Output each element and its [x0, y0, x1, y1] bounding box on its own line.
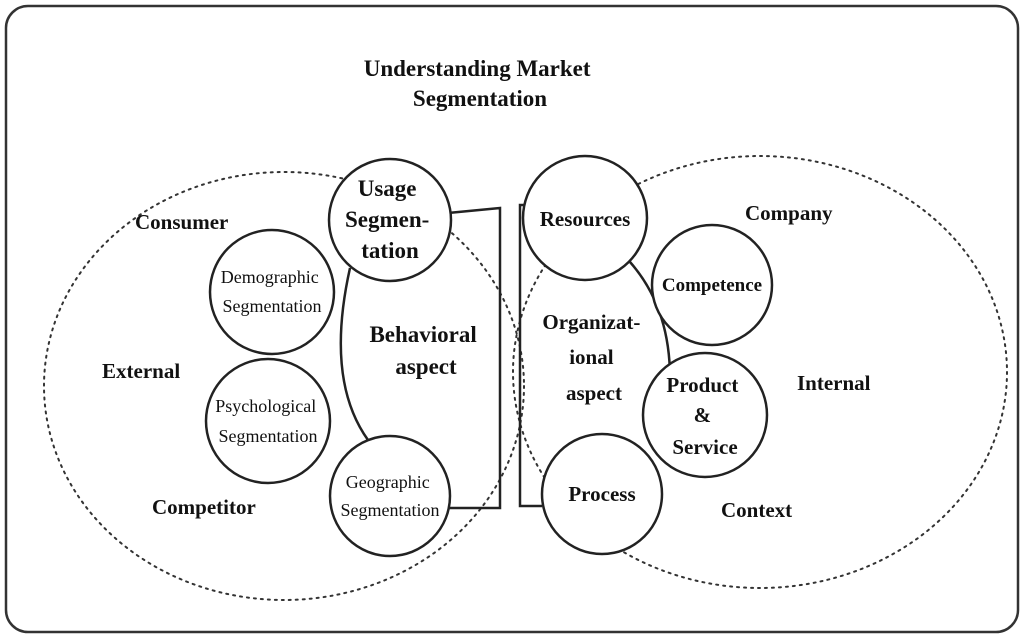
behavioral-arc: [339, 267, 370, 441]
usage-segmentation-node: Usage Segmen- tation: [327, 157, 453, 283]
behavioral-aspect-label: Behavioral aspect: [369, 322, 482, 379]
resources-node: Resources: [521, 154, 649, 282]
consumer-ellipse: [43, 171, 525, 601]
internal-label: Internal: [797, 371, 871, 395]
process-node: Process: [540, 432, 664, 556]
demographic-segmentation-node: Demographic Segmentation: [208, 228, 336, 356]
psychological-segmentation-node: Psychological Segmentation: [204, 357, 332, 485]
product-service-node: Product & Service: [641, 351, 769, 479]
external-label: External: [102, 359, 180, 383]
title: Understanding Market Segmentation: [364, 56, 597, 111]
geographic-segmentation-node: Geographic Segmentation: [328, 434, 452, 558]
organizational-aspect-label: Organizat- ional aspect: [542, 310, 645, 405]
svg-text:Usage Segmen- tati: Usage Segmen- tation: [345, 176, 435, 263]
context-label: Context: [721, 498, 792, 522]
competitor-label: Competitor: [152, 495, 256, 519]
svg-text:Demographic Segmentation: Demographic Segmentation: [221, 267, 323, 316]
svg-text:Product & Service: Product & Service: [666, 373, 743, 459]
competence-node: Competence: [650, 223, 774, 347]
svg-text:Geographic Segmentation: Geographic Segmentation: [341, 472, 440, 520]
svg-text:Resources: Resources: [540, 207, 631, 231]
svg-text:Psychological Segmentati: Psychological Segmentation: [215, 396, 321, 446]
company-ellipse: [512, 155, 1008, 589]
company-label: Company: [745, 201, 833, 225]
left-bracket: [447, 206, 502, 510]
svg-text:Competence: Competence: [662, 275, 762, 296]
svg-text:Process: Process: [568, 482, 635, 506]
consumer-label: Consumer: [135, 210, 228, 234]
